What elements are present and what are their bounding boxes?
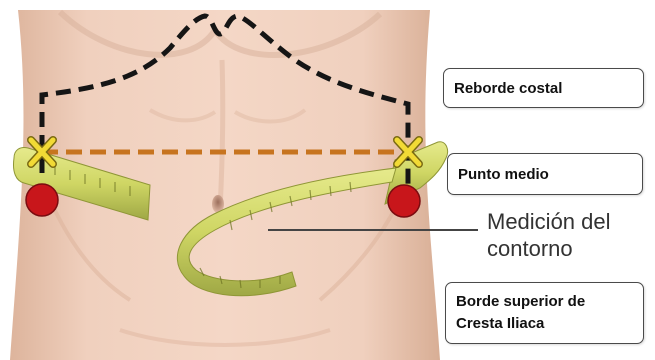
red-dot-marker-left-icon [26, 184, 58, 216]
borde-line-2: Cresta Iliaca [456, 313, 633, 335]
label-reborde-costal: Reborde costal [443, 68, 644, 108]
medicion-line-1: Medición del [487, 208, 611, 235]
label-punto-medio-text: Punto medio [458, 166, 632, 183]
medicion-line-2: contorno [487, 235, 611, 262]
label-medicion-contorno: Medición del contorno [487, 208, 611, 262]
label-punto-medio: Punto medio [447, 153, 643, 195]
label-borde-superior-cresta: Borde superior de Cresta Iliaca [445, 282, 644, 344]
label-reborde-costal-text: Reborde costal [454, 80, 633, 97]
red-dot-marker-right-icon [388, 185, 420, 217]
borde-line-1: Borde superior de [456, 291, 633, 313]
